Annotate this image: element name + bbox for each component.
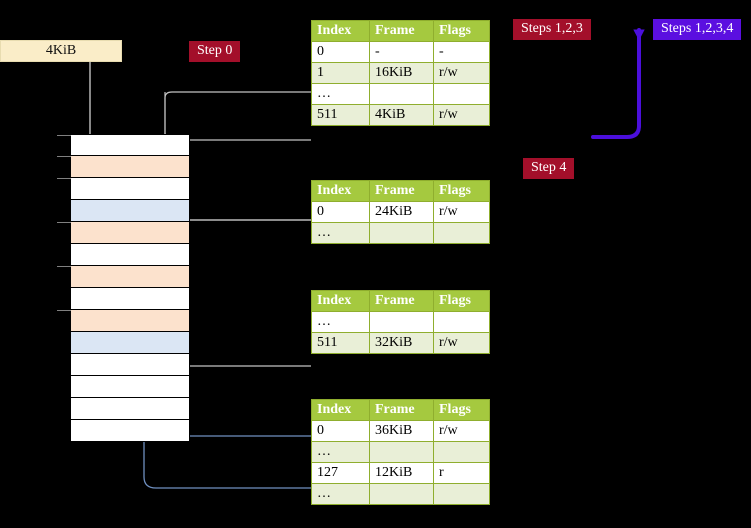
memory-frame-row xyxy=(70,200,190,222)
column-header-flags: Flags xyxy=(433,180,490,202)
column-header-flags: Flags xyxy=(433,20,490,42)
memory-frame-row xyxy=(57,156,190,178)
cell-frame: 36KiB xyxy=(369,420,434,442)
memory-frame-row xyxy=(70,288,190,310)
badge-steps-123: Steps 1,2,3 xyxy=(513,19,591,40)
table-row: 0-- xyxy=(311,41,490,63)
memory-frame-row xyxy=(70,420,190,442)
column-header-flags: Flags xyxy=(433,290,490,312)
memory-frame-row xyxy=(57,310,190,332)
memory-frame-row xyxy=(57,134,190,156)
table-row: … xyxy=(311,483,490,505)
cell-frame xyxy=(369,441,434,463)
frame-tick-mark xyxy=(57,266,71,267)
table-row: … xyxy=(311,441,490,463)
table-row: … xyxy=(311,83,490,105)
table-row: … xyxy=(311,222,490,244)
cell-index: … xyxy=(311,83,370,105)
cell-flags: r/w xyxy=(433,201,490,223)
cell-frame xyxy=(369,222,434,244)
cell-flags: r xyxy=(433,462,490,484)
column-header-frame: Frame xyxy=(369,290,434,312)
cell-frame: 4KiB xyxy=(369,104,434,126)
cell-flags xyxy=(433,311,490,333)
cell-frame xyxy=(369,483,434,505)
physical-memory-column xyxy=(57,134,190,442)
frame-tick-mark xyxy=(57,310,71,311)
cell-index: 127 xyxy=(311,462,370,484)
column-header-frame: Frame xyxy=(369,20,434,42)
cell-index: 511 xyxy=(311,104,370,126)
badge-step-0: Step 0 xyxy=(189,41,241,62)
memory-frame-row xyxy=(70,354,190,376)
memory-frame-row xyxy=(70,398,190,420)
cell-index: 0 xyxy=(311,420,370,442)
column-header-index: Index xyxy=(311,20,370,42)
cell-index: 0 xyxy=(311,41,370,63)
cell-frame: 32KiB xyxy=(369,332,434,354)
column-header-frame: Frame xyxy=(369,399,434,421)
memory-frame-row xyxy=(57,222,190,244)
frame-tick-mark xyxy=(57,222,71,223)
column-header-frame: Frame xyxy=(369,180,434,202)
cell-frame: 16KiB xyxy=(369,62,434,84)
memory-frame-row xyxy=(70,244,190,266)
frame-tick-mark xyxy=(57,135,71,136)
cell-index: 0 xyxy=(311,201,370,223)
page-size-label: 4KiB xyxy=(0,40,122,62)
cell-flags xyxy=(433,83,490,105)
cell-flags: - xyxy=(433,41,490,63)
cell-flags xyxy=(433,222,490,244)
cell-flags: r/w xyxy=(433,62,490,84)
cell-index: 511 xyxy=(311,332,370,354)
cell-flags xyxy=(433,441,490,463)
table-row: … xyxy=(311,311,490,333)
column-header-index: Index xyxy=(311,399,370,421)
frame-tick-mark xyxy=(57,178,71,179)
memory-frame-row xyxy=(57,266,190,288)
memory-frame-row xyxy=(57,178,190,200)
cell-index: … xyxy=(311,441,370,463)
badge-steps-1234: Steps 1,2,3,4 xyxy=(653,19,742,40)
column-header-index: Index xyxy=(311,290,370,312)
frame-tick-mark xyxy=(57,156,71,157)
cell-frame: 24KiB xyxy=(369,201,434,223)
cell-flags: r/w xyxy=(433,332,490,354)
cell-frame xyxy=(369,83,434,105)
cell-flags: r/w xyxy=(433,104,490,126)
cell-flags: r/w xyxy=(433,420,490,442)
cell-frame: - xyxy=(369,41,434,63)
cell-index: … xyxy=(311,222,370,244)
memory-frame-row xyxy=(70,332,190,354)
cell-flags xyxy=(433,483,490,505)
cell-frame: 12KiB xyxy=(369,462,434,484)
cell-index: 1 xyxy=(311,62,370,84)
badge-step-4: Step 4 xyxy=(523,158,575,179)
cell-frame xyxy=(369,311,434,333)
column-header-flags: Flags xyxy=(433,399,490,421)
column-header-index: Index xyxy=(311,180,370,202)
cell-index: … xyxy=(311,311,370,333)
memory-frame-row xyxy=(70,376,190,398)
cell-index: … xyxy=(311,483,370,505)
